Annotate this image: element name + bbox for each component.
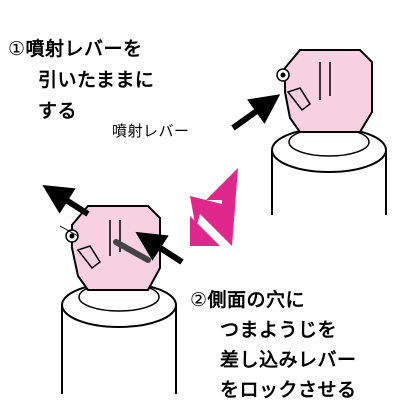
step1-number: ① — [8, 38, 26, 60]
step1-caption: ①噴射レバーを 引いたままに する — [8, 34, 154, 127]
step2-line-2: つまようじを — [220, 319, 338, 341]
step2-number: ② — [190, 289, 208, 311]
step2-line-3: 差し込みレバー — [220, 349, 357, 371]
step2-line-1: 側面の穴に — [207, 289, 306, 311]
arrow-spray-out — [42, 184, 90, 217]
step1-line-2: 引いたままに — [38, 69, 155, 91]
lever-label: 噴射レバー — [112, 122, 190, 140]
spray-can-bottom — [59, 205, 177, 394]
arrow-insert-toothpick — [135, 231, 184, 265]
arrow-to-lever — [231, 94, 281, 131]
step2-line-4: をロックさせる — [220, 379, 357, 401]
big-arrow-head — [190, 216, 220, 246]
lever-bottom — [76, 245, 102, 270]
can-body-top — [271, 150, 387, 215]
nozzle-cap-bottom — [71, 205, 161, 291]
diagram: ①噴射レバーを 引いたままに する 噴射レバー ②側面の穴に つまようじを 差し… — [8, 34, 387, 401]
lever-top — [286, 87, 312, 112]
illustration — [42, 49, 387, 394]
spray-can-top — [271, 49, 387, 215]
big-arrow-icon — [190, 168, 238, 246]
step2-caption: ②側面の穴に つまようじを 差し込みレバー をロックさせる — [190, 285, 357, 405]
nozzle-cap-top — [284, 49, 373, 133]
step1-line-3: する — [38, 100, 78, 122]
can-body-bottom — [61, 305, 177, 394]
step1-line-1: 噴射レバーを — [25, 38, 143, 60]
